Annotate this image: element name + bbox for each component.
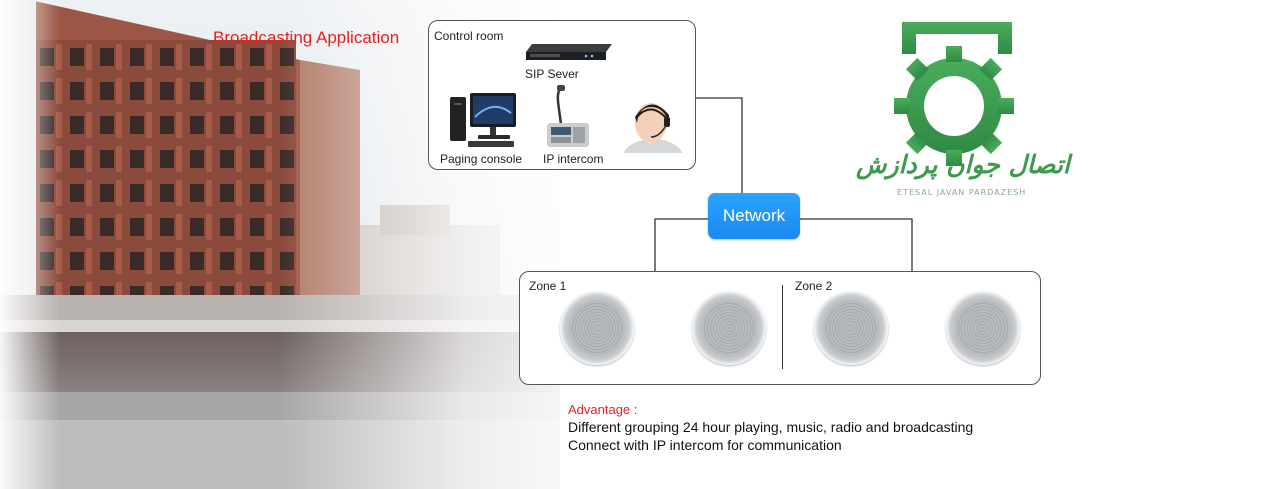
control-room-label: Control room (434, 29, 504, 43)
advantage-line-2: Connect with IP intercom for communicati… (568, 437, 842, 453)
network-node: Network (708, 193, 800, 239)
zone-divider (782, 285, 783, 369)
ceiling-speaker-icon (692, 291, 766, 365)
diagram-title: Broadcasting Application (213, 28, 400, 47)
paging-console-icon (450, 93, 516, 147)
advantage-heading: Advantage : (568, 402, 638, 417)
zone-2-label: Zone 2 (795, 279, 833, 293)
logo-english-name: ETESAL JAVAN PARDAZESH (897, 188, 1027, 197)
ceiling-speaker-icon (946, 291, 1020, 365)
ip-intercom-icon (547, 85, 589, 147)
ceiling-speaker-icon (814, 291, 888, 365)
background-fade-left (0, 0, 60, 489)
zone-1-label: Zone 1 (529, 279, 567, 293)
ceiling-speaker-icon (560, 291, 634, 365)
sip-server-label: SIP Sever (525, 67, 579, 81)
operator-headset-icon (613, 97, 685, 153)
sip-server-icon (526, 44, 612, 60)
paging-console-label: Paging console (440, 152, 523, 166)
advantage-line-1: Different grouping 24 hour playing, musi… (568, 419, 974, 435)
ip-intercom-label: IP intercom (543, 152, 604, 166)
logo-persian-name: اتصال جوان پردازش (856, 150, 1070, 179)
control-room-box: Control room SIP Sever Paging console (428, 20, 696, 170)
company-logo (894, 22, 1014, 166)
